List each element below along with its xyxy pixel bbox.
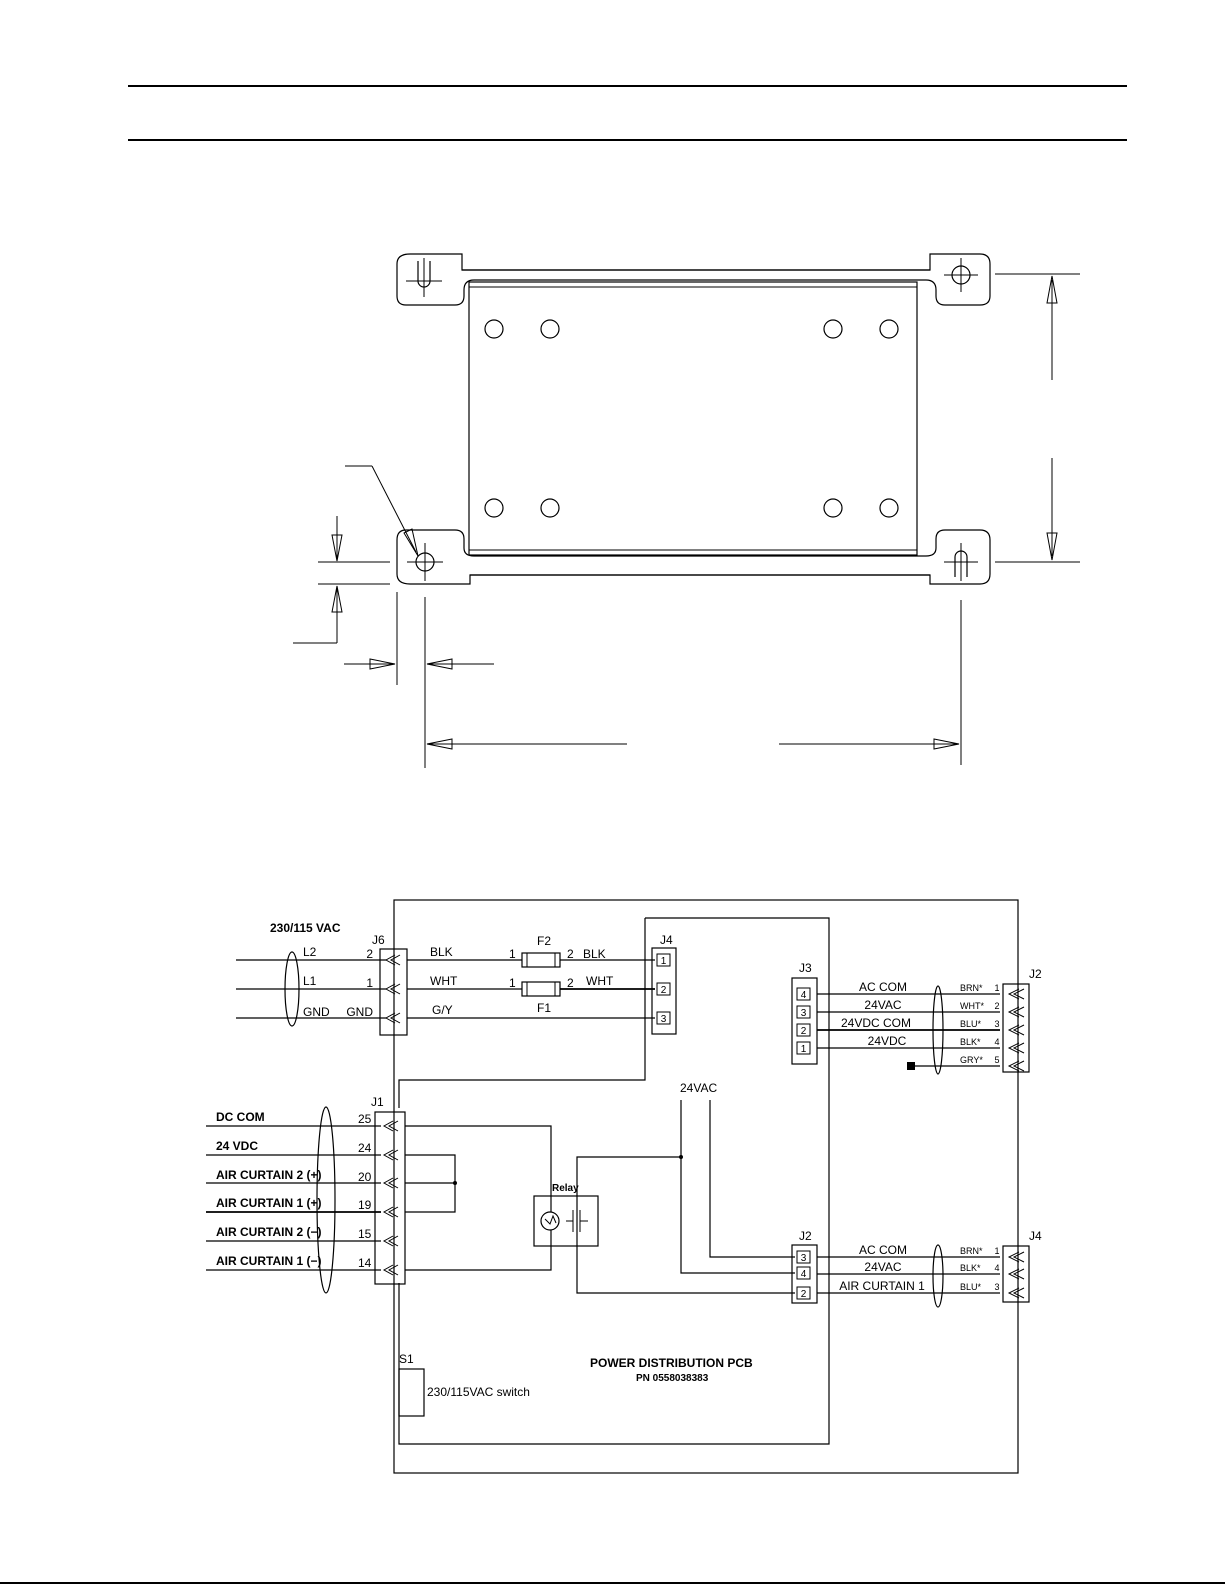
j1-lines: DC COM 24 VDC AIR CURTAIN 2 (+) AIR CURT… — [206, 1110, 399, 1276]
supply-line-l1: L1 — [303, 974, 317, 988]
fuse-f1-label: F1 — [537, 1001, 551, 1015]
j2-wire-blk: BLK* — [960, 1037, 981, 1047]
j3-pin-1: 1 — [801, 1044, 807, 1055]
j3-label: J3 — [799, 961, 812, 975]
wire-blk: BLK — [430, 945, 453, 959]
vac-net-label: 24VAC — [680, 1081, 717, 1095]
j3-signal-24vdc-com: 24VDC COM — [841, 1016, 911, 1030]
j4-top-pin-3: 3 — [661, 1014, 667, 1025]
j4-pin-4: 4 — [994, 1263, 999, 1273]
j1-line-air-curtain-1-minus: AIR CURTAIN 1 (−) — [216, 1254, 321, 1268]
j4-pin-1: 1 — [994, 1246, 999, 1256]
switch-label: 230/115VAC switch — [427, 1385, 530, 1399]
j4-pin-3: 3 — [994, 1282, 999, 1292]
j1-line-dc-com: DC COM — [216, 1110, 265, 1124]
fuse-f2-pin-2: 2 — [567, 947, 574, 961]
mounting-plate-drawing — [293, 253, 1080, 768]
j2-mid-signal-ac-com: AC COM — [859, 1243, 907, 1257]
j4-top-label: J4 — [660, 933, 673, 947]
fuse-f2-wire: BLK — [583, 947, 606, 961]
j3-signal-24vac: 24VAC — [864, 998, 901, 1012]
header-rules — [128, 85, 1127, 141]
j1-pin-19: 19 — [358, 1198, 372, 1212]
j2-right-label: J2 — [1029, 967, 1042, 981]
fuse-f1-pin-2: 2 — [567, 976, 574, 990]
j4-top-pin-1: 1 — [661, 956, 667, 967]
j2-mid-label: J2 — [799, 1229, 812, 1243]
j2-wire-brn: BRN* — [960, 983, 983, 993]
j2-cable-bundle — [932, 985, 944, 1075]
pcb-title: POWER DISTRIBUTION PCB — [590, 1356, 753, 1370]
j4-right-label: J4 — [1029, 1229, 1042, 1243]
j1-pin-20: 20 — [358, 1170, 372, 1184]
fuse-f1-pin-1: 1 — [509, 976, 516, 990]
j4-right-connector — [1002, 1245, 1030, 1303]
switch-s1 — [398, 1368, 425, 1417]
j1-pin-24: 24 — [358, 1141, 372, 1155]
fuse-f2-pin-1: 1 — [509, 947, 516, 961]
j4-cable-bundle — [932, 1244, 944, 1308]
j2-wire-wht: WHT* — [960, 1001, 984, 1011]
j3-connector — [791, 977, 818, 1065]
j2-pin-1: 1 — [994, 983, 999, 993]
wire-wht: WHT — [430, 974, 458, 988]
j1-cable-bundle — [316, 1106, 336, 1294]
j4-wire-blu: BLU* — [960, 1282, 982, 1292]
j1-line-air-curtain-2-plus: AIR CURTAIN 2 (+) — [216, 1168, 321, 1182]
fuse-f1 — [521, 981, 561, 997]
pcb-part-number: PN 0558038383 — [636, 1373, 709, 1384]
j4-top-pin-2: 2 — [661, 985, 667, 996]
j2-wire-gry: GRY* — [960, 1055, 983, 1065]
j2-pin-4: 4 — [994, 1037, 999, 1047]
j2-right-connector — [1002, 983, 1030, 1073]
j3-signal-24vdc: 24VDC — [868, 1034, 907, 1048]
j6-pin-1: 1 — [366, 976, 373, 990]
j6-pin-2: 2 — [366, 947, 373, 961]
supply-line-gnd: GND — [303, 1005, 330, 1019]
j1-label: J1 — [371, 1095, 384, 1109]
j6-label: J6 — [372, 933, 385, 947]
j1-pin-25: 25 — [358, 1112, 372, 1126]
j2-pin-2: 2 — [994, 1001, 999, 1011]
j1-line-air-curtain-2-minus: AIR CURTAIN 2 (−) — [216, 1225, 321, 1239]
relay — [533, 1195, 599, 1247]
j2-mid-signal-24vac: 24VAC — [864, 1260, 901, 1274]
j2-wire-blu: BLU* — [960, 1019, 982, 1029]
enclosure-outline — [393, 899, 1019, 1474]
supply-line-l2: L2 — [303, 945, 317, 959]
j1-line-24vdc: 24 VDC — [216, 1139, 258, 1153]
relay-label: Relay — [552, 1183, 579, 1194]
fuse-f2 — [521, 952, 561, 968]
wire-gy: G/Y — [432, 1003, 453, 1017]
j3-signal-ac-com: AC COM — [859, 980, 907, 994]
j4-wire-brn: BRN* — [960, 1246, 983, 1256]
j1-line-air-curtain-1-plus: AIR CURTAIN 1 (+) — [216, 1196, 321, 1210]
j2-mid-pin-3: 3 — [801, 1253, 807, 1264]
j1-pin-14: 14 — [358, 1256, 372, 1270]
fuse-f1-wire: WHT — [586, 974, 614, 988]
wiring-schematic: 230/115 VAC L2 L1 GND 2 1 GND J6 BLK WHT… — [206, 899, 1042, 1474]
j4-wire-blk: BLK* — [960, 1263, 981, 1273]
supply-label: 230/115 VAC — [270, 921, 341, 935]
j2-pin-5: 5 — [994, 1055, 999, 1065]
j2-mid-pin-4: 4 — [801, 1269, 807, 1280]
j4-top-connector — [651, 947, 677, 1035]
j3-pin-2: 2 — [801, 1026, 807, 1037]
s1-label: S1 — [399, 1352, 414, 1366]
j6-pin-gnd: GND — [346, 1005, 373, 1019]
j3-pin-3: 3 — [801, 1008, 807, 1019]
gry-wire-terminator — [907, 1062, 915, 1070]
fuse-f2-label: F2 — [537, 934, 551, 948]
j2-mid-pin-2: 2 — [801, 1289, 807, 1300]
j2-mid-signal-air-curtain-1: AIR CURTAIN 1 — [839, 1279, 925, 1293]
j1-pin-15: 15 — [358, 1227, 372, 1241]
j6-connector — [379, 948, 408, 1036]
j1-connector — [374, 1111, 406, 1285]
j3-pin-4: 4 — [801, 990, 807, 1001]
j2-pin-3: 3 — [994, 1019, 999, 1029]
